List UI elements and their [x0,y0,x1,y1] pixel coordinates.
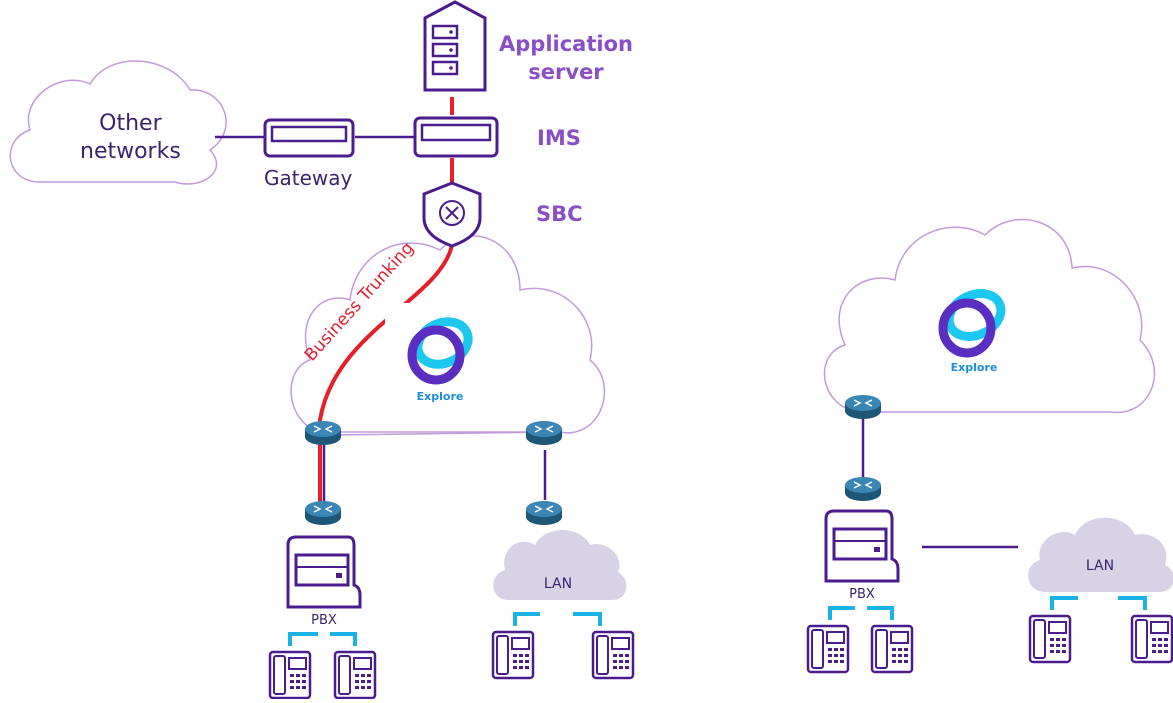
phone-icon [491,630,535,680]
gateway-icon [263,118,355,158]
gateway-label: Gateway [264,166,353,190]
other-networks-label: Other networks [80,111,181,164]
application-server-label: Application server [499,32,633,84]
lan-label-right: LAN [1086,558,1114,574]
phone-icon [806,624,850,674]
cloud-explore-left [290,235,606,436]
router-icon [304,420,342,446]
pbx-label-left: PBX [311,613,337,628]
explore-label-left: Explore [417,390,464,403]
cloud-lan-left [493,530,627,600]
cloud-explore-right [823,218,1156,414]
phone-icon [870,624,914,674]
phone-icon [1028,614,1072,664]
cloud-lan-right [1028,517,1173,592]
phone-icon [1130,614,1173,664]
sbc-shield-icon [422,181,482,248]
pbx-icon [824,509,900,583]
pbx-icon [286,535,362,609]
pbx-label-right: PBX [849,587,875,602]
sbc-label: SBC [536,202,583,226]
explore-logo-left [385,303,495,408]
router-icon [525,500,563,526]
phone-icon [333,650,377,700]
explore-label-right: Explore [951,361,998,374]
application-server-icon [423,0,487,92]
router-icon [844,476,882,502]
cloud-other-networks [9,60,227,185]
ims-node-icon [413,116,499,158]
phone-icon [268,650,312,700]
router-icon [525,420,563,446]
router-icon [304,500,342,526]
router-icon [844,394,882,420]
explore-logo-right [918,275,1030,380]
ims-label: IMS [537,126,581,150]
lan-label-left: LAN [544,576,572,592]
phone-icon [591,630,635,680]
